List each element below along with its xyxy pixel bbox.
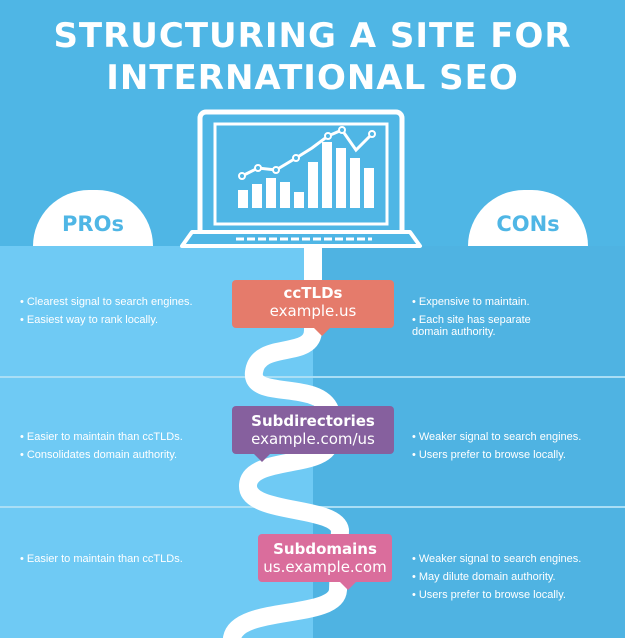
list-item: Clearest signal to search engines. bbox=[20, 296, 220, 308]
list-item: Users prefer to browse locally. bbox=[412, 449, 612, 461]
chart-bar bbox=[252, 184, 262, 208]
list-item: Consolidates domain authority. bbox=[20, 449, 220, 461]
list-item: Easier to maintain than ccTLDs. bbox=[20, 553, 220, 565]
chart-bar bbox=[364, 168, 374, 208]
list-item: Easier to maintain than ccTLDs. bbox=[20, 431, 220, 443]
band-divider bbox=[0, 376, 625, 378]
subdirectories-example: example.com/us bbox=[251, 430, 375, 448]
chart-trend-line bbox=[241, 128, 374, 178]
subdomains-pros-list: Easier to maintain than ccTLDs. bbox=[20, 553, 220, 571]
list-item: May dilute domain authority. bbox=[412, 571, 612, 583]
subdomains-name: Subdomains bbox=[273, 540, 377, 558]
chart-bar bbox=[308, 162, 318, 208]
chart-bar bbox=[238, 190, 248, 208]
chart-bar bbox=[322, 142, 332, 208]
cctlds-example: example.us bbox=[269, 302, 357, 320]
list-item: Easiest way to rank locally. bbox=[20, 314, 220, 326]
laptop-base bbox=[180, 230, 422, 248]
chart-bar bbox=[294, 192, 304, 208]
chart-bar bbox=[336, 148, 346, 208]
page-title-line-2: INTERNATIONAL SEO bbox=[106, 58, 519, 98]
subdomains-cons-list: Weaker signal to search engines. May dil… bbox=[412, 553, 612, 607]
winding-path bbox=[223, 231, 349, 638]
list-item: Users prefer to browse locally. bbox=[412, 589, 612, 601]
list-item: Each site has separate domain authority. bbox=[412, 314, 552, 338]
cctlds-pros-list: Clearest signal to search engines. Easie… bbox=[20, 296, 220, 332]
subdirectories-label: Subdirectories example.com/us bbox=[232, 406, 394, 462]
cctlds-name: ccTLDs bbox=[283, 284, 343, 302]
list-item: Weaker signal to search engines. bbox=[412, 553, 612, 565]
cctlds-cons-list: Expensive to maintain. Each site has sep… bbox=[412, 296, 552, 344]
page-title-line-1: STRUCTURING A SITE FOR bbox=[53, 16, 572, 56]
cctlds-label: ccTLDs example.us bbox=[232, 280, 394, 336]
subdirectories-cons-list: Weaker signal to search engines. Users p… bbox=[412, 431, 612, 467]
subdomains-example: us.example.com bbox=[263, 558, 387, 576]
chart-bar bbox=[280, 182, 290, 208]
chart-bar bbox=[350, 158, 360, 208]
subdirectories-name: Subdirectories bbox=[251, 412, 375, 430]
subdomains-label: Subdomains us.example.com bbox=[258, 534, 392, 590]
subdirectories-pros-list: Easier to maintain than ccTLDs. Consolid… bbox=[20, 431, 220, 467]
list-item: Weaker signal to search engines. bbox=[412, 431, 612, 443]
chart-bar bbox=[266, 178, 276, 208]
laptop-chart-icon bbox=[180, 109, 422, 248]
list-item: Expensive to maintain. bbox=[412, 296, 552, 308]
